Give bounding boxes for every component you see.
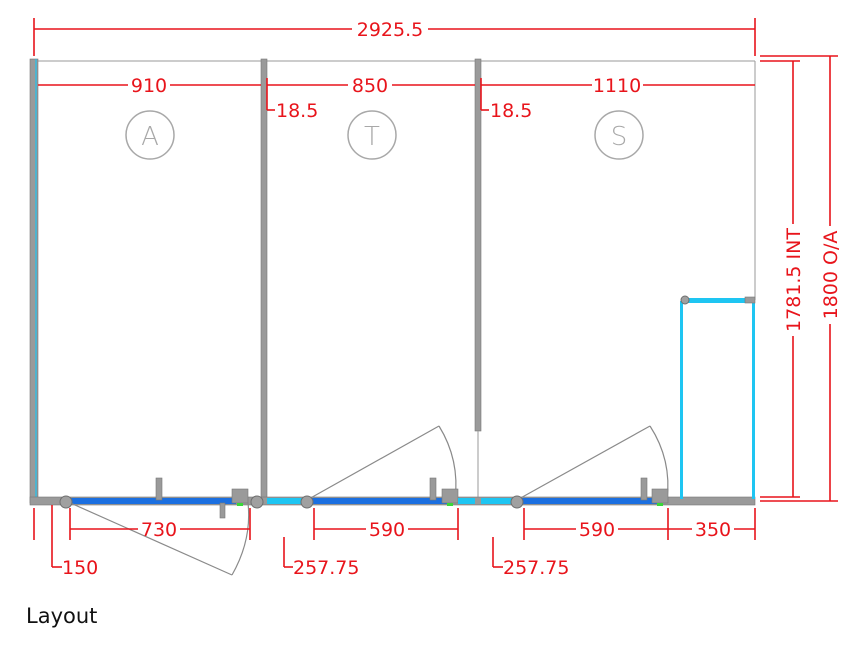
offset-t-label: 257.75	[293, 557, 359, 579]
lock-t-indicator	[447, 503, 453, 506]
return-panel-width-label: 350	[695, 519, 731, 541]
partition-wall-2	[474, 58, 482, 432]
height-oa-label: 1800 O/A	[820, 231, 842, 320]
hinge-s1	[510, 495, 524, 509]
cubicle-s-badge	[594, 110, 644, 160]
cubicle-a-badge	[125, 110, 175, 160]
cubicle-t-badge	[347, 110, 397, 160]
door-s-panel-cyan	[481, 498, 517, 504]
partition-1-thickness-label: 18.5	[276, 100, 318, 122]
return-panel-side	[680, 301, 683, 499]
door-a-foot	[219, 502, 226, 519]
overall-width-label: 2925.5	[357, 19, 423, 41]
hinge-a2	[250, 495, 264, 509]
door-a-panel	[66, 498, 236, 504]
cubicle-a-letter: A	[141, 122, 159, 152]
offset-s-label: 257.75	[503, 557, 569, 579]
lock-a-indicator	[237, 503, 243, 506]
bay-t-width-label: 850	[352, 75, 388, 97]
return-panel-bracket	[680, 295, 690, 305]
hinge-t1	[300, 495, 314, 509]
layout-caption: Layout	[26, 604, 98, 628]
door-a-width-label: 730	[141, 519, 177, 541]
cubicle-t-letter: T	[364, 122, 380, 152]
bay-s-width-label: 1110	[593, 75, 641, 97]
left-wall-cyan-edge	[35, 59, 37, 503]
return-panel-top	[681, 298, 755, 303]
return-panel-stop	[744, 296, 756, 304]
door-s-panel	[517, 498, 657, 504]
hinge-a1	[59, 495, 73, 509]
door-t-handle	[429, 477, 437, 501]
door-a-handle	[155, 477, 163, 501]
layout-plan-drawing: A T S 2925.5 910 850 1110 18.5 18.5 730 …	[29, 18, 842, 579]
door-t-panel-cyan	[267, 498, 307, 504]
height-int-label: 1781.5 INT	[783, 228, 805, 332]
partition-2-thickness-label: 18.5	[490, 100, 532, 122]
lock-s	[651, 488, 669, 504]
door-a-swing-arc	[231, 502, 250, 576]
cubicle-s-letter: S	[611, 122, 628, 152]
door-s-handle	[640, 477, 648, 501]
door-t-width-label: 590	[369, 519, 405, 541]
door-t-swing-leaf	[306, 425, 440, 501]
lock-a	[231, 488, 249, 504]
door-t-end-cyan	[458, 498, 475, 504]
door-s-width-label: 590	[579, 519, 615, 541]
door-t-panel	[307, 498, 447, 504]
door-a-swing-leaf	[65, 500, 233, 576]
partition-wall-1	[260, 58, 268, 504]
offset-a-label: 150	[62, 557, 98, 579]
bay-a-width-label: 910	[131, 75, 167, 97]
door-s-swing-leaf	[516, 425, 651, 501]
lock-s-indicator	[657, 503, 663, 506]
return-panel-right	[752, 301, 755, 499]
lock-t	[441, 488, 459, 504]
